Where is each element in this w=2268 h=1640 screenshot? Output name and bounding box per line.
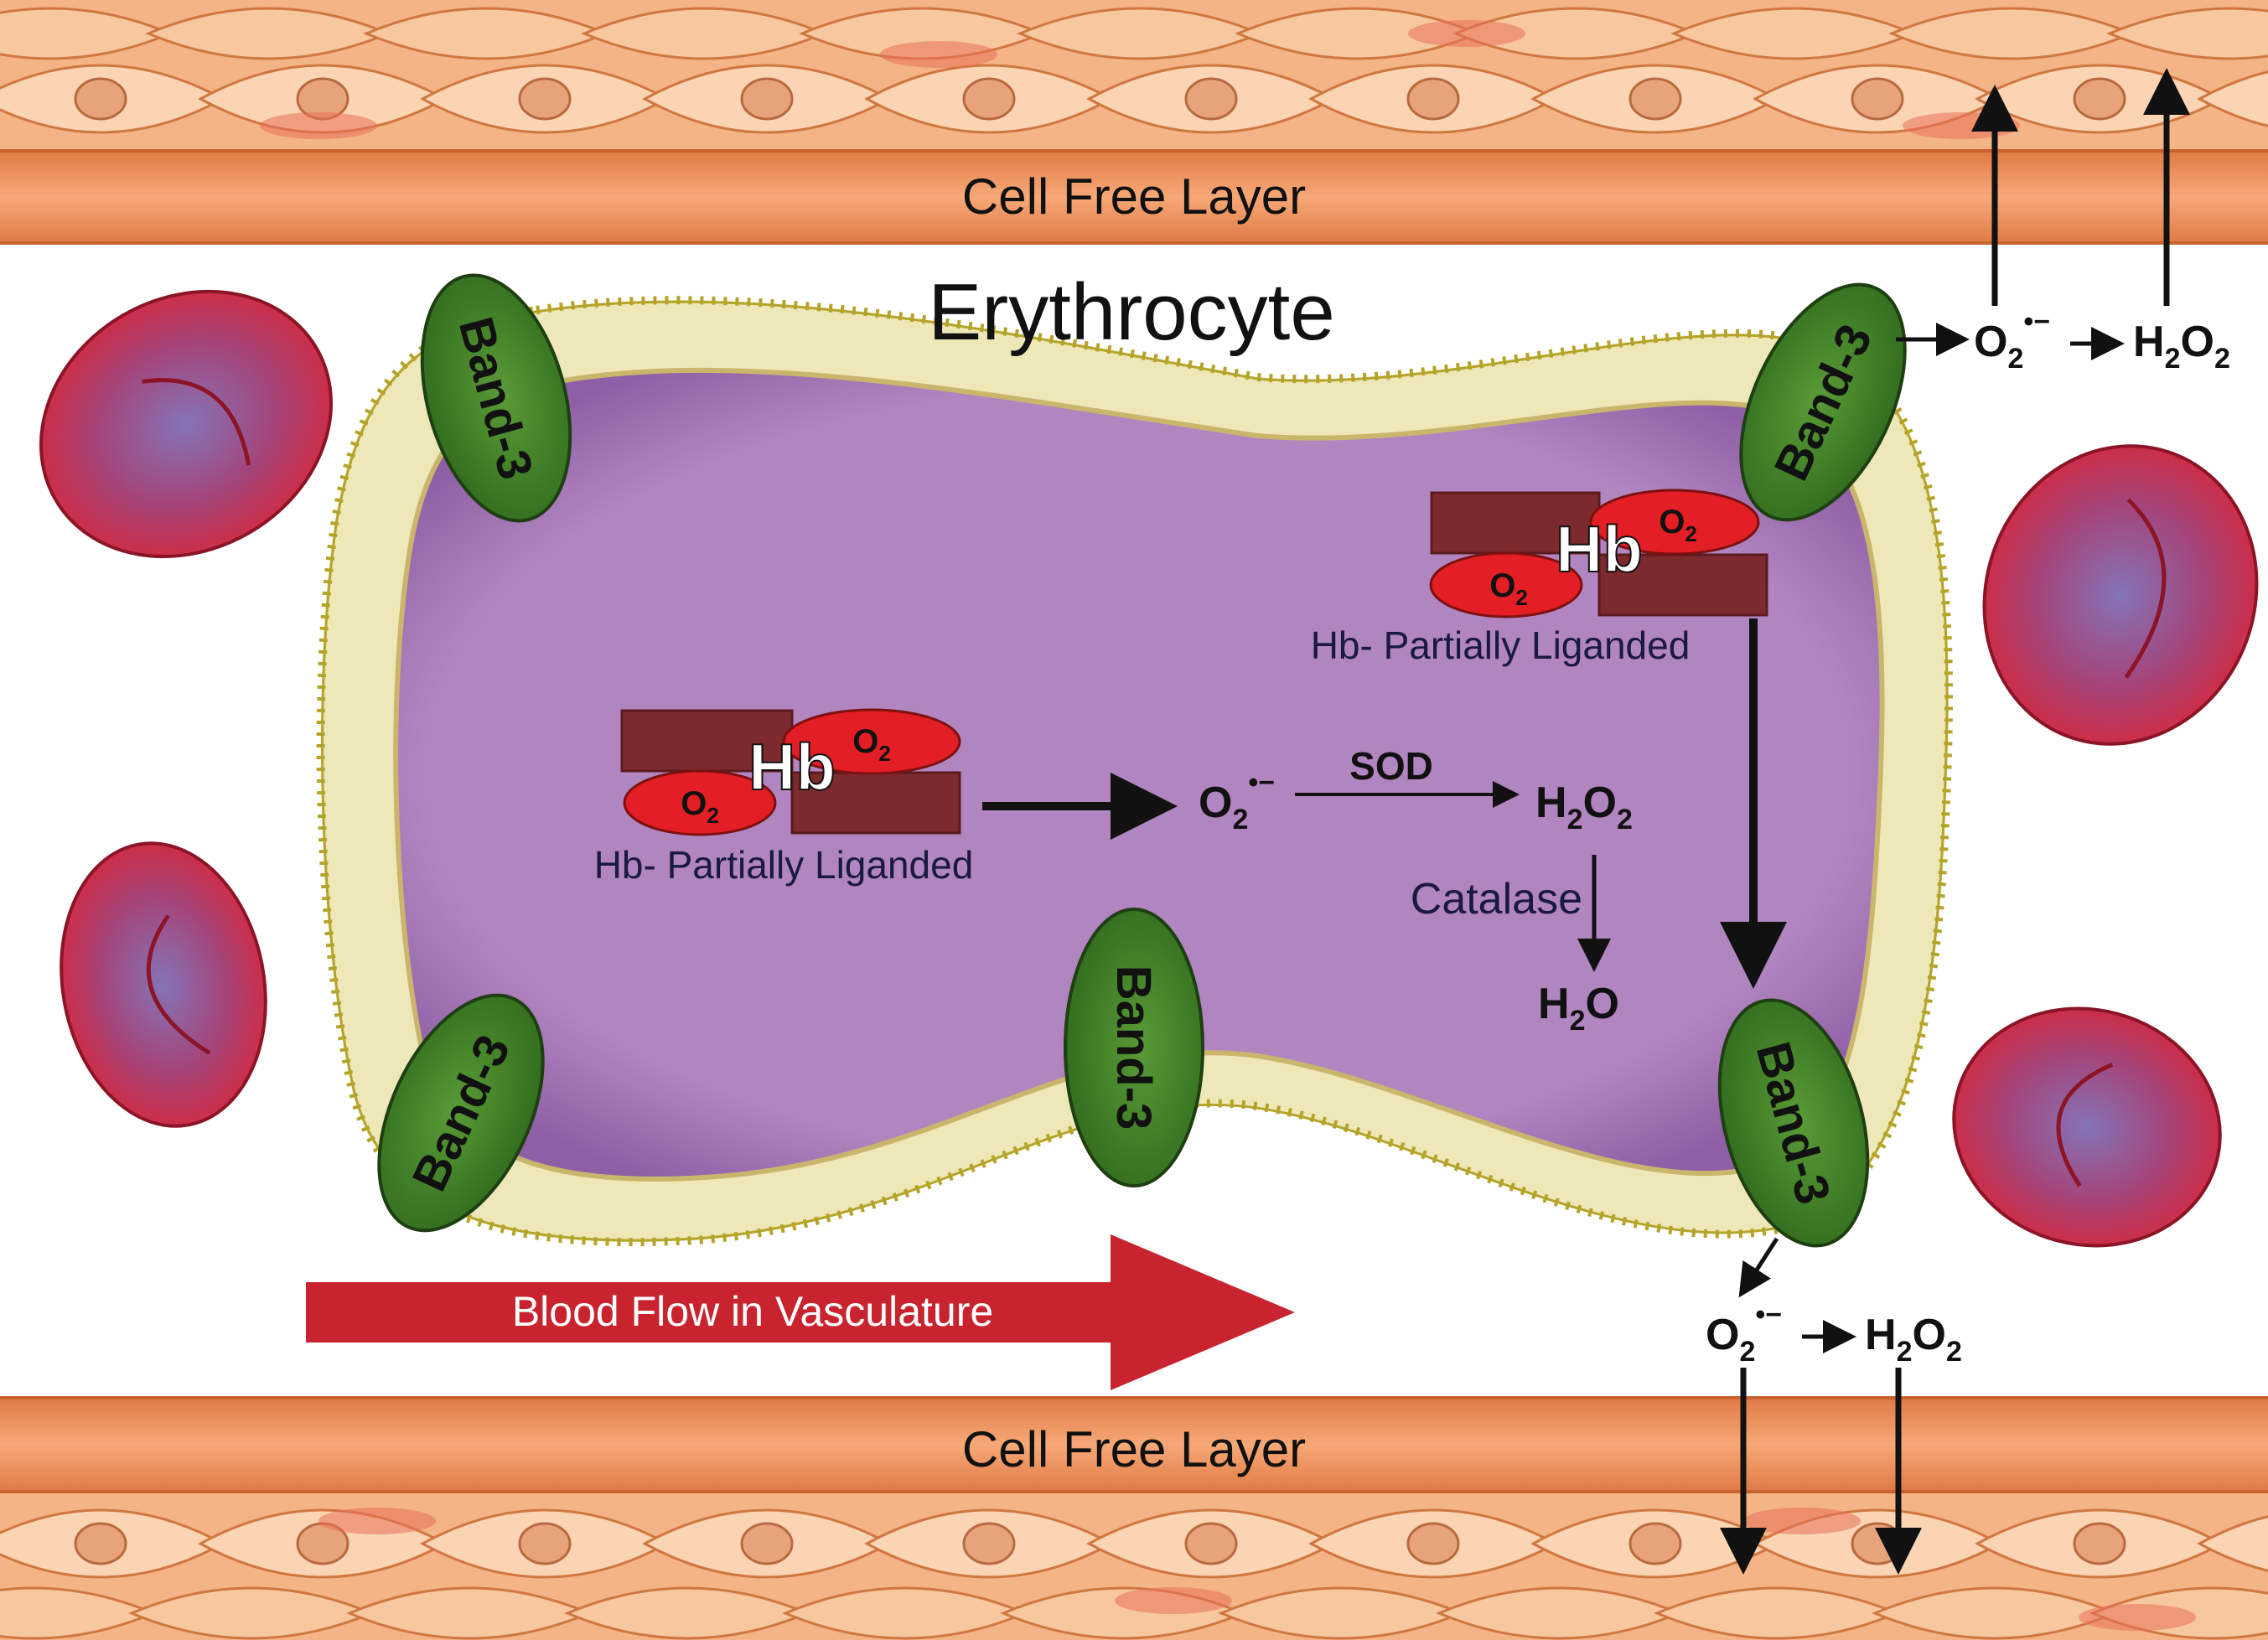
endothelial-cells-bottom xyxy=(0,1508,2268,1640)
blood-flow-arrow: Blood Flow in Vasculature xyxy=(306,1234,1295,1390)
svg-text:O2: O2 xyxy=(852,723,891,766)
hb-molecule-center: Hb O2 O2 Hb- Partially Liganded xyxy=(594,708,974,887)
h2o-label: H2O xyxy=(1538,980,1619,1037)
band3-bottom-right: Band-3 xyxy=(1717,998,1870,1248)
free-erythrocyte-4 xyxy=(1952,1006,2222,1248)
blood-flow-label: Blood Flow in Vasculature xyxy=(512,1288,993,1335)
superoxide-top: O2•− xyxy=(1974,306,2050,375)
o2-label: O xyxy=(1659,504,1685,541)
svg-text:O2: O2 xyxy=(1489,567,1528,610)
band3-top-right: Band-3 xyxy=(1739,282,1907,522)
reaction-bottom-right: O2•− H2O2 xyxy=(1706,1237,1962,1575)
tissue-smudge xyxy=(1743,1508,1861,1534)
o2-subscript: 2 xyxy=(878,741,890,766)
cell-membrane-inner xyxy=(321,300,1949,1242)
hb-molecule-top-right: Hb O2 O2 Hb- Partially Liganded xyxy=(1311,489,1768,667)
cell-nucleus xyxy=(518,1522,572,1565)
tissue-smudge xyxy=(1115,1587,1232,1614)
o2-label: O xyxy=(852,723,878,760)
o2-subscript: 2 xyxy=(1515,585,1527,610)
cell-nucleus xyxy=(740,1522,794,1565)
free-erythrocyte-1 xyxy=(39,289,333,559)
endothelial-cell xyxy=(2106,7,2268,60)
hb-partially-liganded-label: Hb- Partially Liganded xyxy=(1311,623,1691,667)
free-erythrocyte-3 xyxy=(1982,444,2259,746)
endothelial-cell xyxy=(2197,70,2268,127)
cell-nucleus xyxy=(1629,77,1682,121)
vessel-wall-top xyxy=(0,0,2268,245)
hb-partially-liganded-label: Hb- Partially Liganded xyxy=(594,843,974,887)
cell-nucleus xyxy=(2073,1522,2126,1565)
o2-label: O xyxy=(681,785,707,822)
band3-label: Band-3 xyxy=(1106,965,1161,1130)
svg-text:O2: O2 xyxy=(1659,504,1697,546)
endothelial-cell xyxy=(2197,1515,2268,1572)
cell-nucleus xyxy=(1406,1522,1460,1565)
hb-label: Hb xyxy=(1556,512,1643,586)
tissue-smudge xyxy=(260,112,377,139)
reaction-top-right: O2•− H2O2 xyxy=(1896,68,2230,375)
band3-bottom-center: Band-3 xyxy=(1064,908,1204,1187)
tissue-smudge xyxy=(1903,112,2020,139)
tissue-smudge xyxy=(2079,1604,2196,1631)
cell-free-layer-top-label: Cell Free Layer xyxy=(962,168,1306,225)
tissue-smudge xyxy=(318,1508,436,1534)
tissue-smudge xyxy=(1408,20,1525,47)
cell-nucleus xyxy=(1851,1522,1904,1565)
cell-nucleus xyxy=(74,77,127,121)
cell-nucleus xyxy=(1406,77,1460,121)
superoxide-bottom: O2•− xyxy=(1706,1299,1782,1368)
o2-subscript: 2 xyxy=(707,803,718,828)
cell-nucleus xyxy=(74,1522,127,1565)
cell-nucleus xyxy=(1184,1522,1238,1565)
endothelial-cells-top xyxy=(0,7,2268,139)
svg-text:O2: O2 xyxy=(681,785,719,828)
cell-nucleus xyxy=(962,1522,1016,1565)
erythrocyte-title: Erythrocyte xyxy=(928,267,1334,357)
free-erythrocyte-2 xyxy=(60,841,267,1128)
band3-bottom-left: Band-3 xyxy=(377,993,545,1233)
h2o2-top: H2O2 xyxy=(2133,318,2230,375)
cell-nucleus xyxy=(1629,1522,1682,1565)
hb-label: Hb xyxy=(748,730,836,804)
band3-top-left: Band-3 xyxy=(420,273,572,523)
cell-nucleus xyxy=(1851,77,1904,121)
cell-nucleus xyxy=(962,77,1016,121)
cell-nucleus xyxy=(740,77,794,121)
superoxide-center: O2•− xyxy=(1199,767,1275,836)
cell-nucleus xyxy=(518,77,572,121)
o2-subscript: 2 xyxy=(1685,521,1696,546)
cell-nucleus xyxy=(2073,77,2126,121)
cell-nucleus xyxy=(1184,77,1238,121)
o2-label: O xyxy=(1489,567,1515,604)
h2o2-bottom: H2O2 xyxy=(1865,1311,1962,1368)
h2o2-center: H2O2 xyxy=(1535,779,1633,836)
tissue-smudge xyxy=(880,41,997,68)
catalase-label: Catalase xyxy=(1411,875,1582,923)
arrow-band3-export-bottom xyxy=(1738,1237,1779,1298)
sod-label: SOD xyxy=(1349,744,1433,788)
reaction-center: O2•− SOD H2O2 Catalase H2O xyxy=(982,744,1633,1037)
cell-free-layer-bottom-label: Cell Free Layer xyxy=(962,1421,1306,1477)
vessel-wall-bottom xyxy=(0,1396,2268,1640)
